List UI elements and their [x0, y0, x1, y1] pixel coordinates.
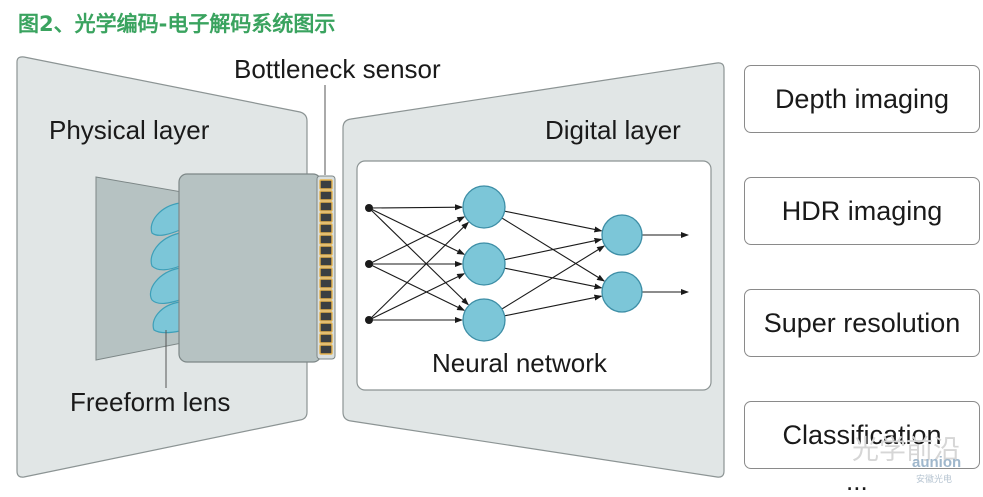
nn-edge [368, 273, 466, 321]
nn-edge [504, 294, 603, 317]
nn-edge [368, 263, 466, 311]
nn-edge [501, 245, 605, 310]
nn-hidden-node [601, 214, 643, 256]
sensor-pixel [319, 278, 333, 289]
nn-edge [368, 204, 464, 211]
nn-input-node [365, 204, 373, 212]
sensor-pixel [319, 333, 333, 344]
nn-edge [368, 216, 466, 265]
nn-hidden-node [462, 185, 506, 229]
freeform-lens-icon [149, 202, 181, 334]
application-box-classification: Classification [744, 401, 980, 469]
sensor-pixel [319, 300, 333, 311]
sensor-pixel [319, 267, 333, 278]
sensor-pixel [319, 344, 333, 355]
application-box-super-resolution: Super resolution [744, 289, 980, 357]
sensor-pixels [319, 179, 333, 355]
sensor-pixel [319, 201, 333, 212]
nn-hidden-node [462, 242, 506, 286]
sensor-pixel [319, 190, 333, 201]
watermark-subtext: 安徽光电 [916, 474, 953, 484]
application-box-hdr-imaging: HDR imaging [744, 177, 980, 245]
sensor-pixel [319, 322, 333, 333]
freeform-lens-label: Freeform lens [70, 387, 230, 417]
neural-network-nodes [365, 185, 643, 342]
sensor-pixel [319, 289, 333, 300]
sensor-pixel [319, 256, 333, 267]
figure-title: 图2、光学编码-电子解码系统图示 [18, 12, 336, 36]
nn-hidden-node [462, 298, 506, 342]
neural-network-edges [368, 204, 689, 323]
sensor-pixel [319, 179, 333, 190]
bottleneck-sensor-label: Bottleneck sensor [234, 54, 441, 84]
sensor-pixel [319, 223, 333, 234]
application-box-depth-imaging: Depth imaging [744, 65, 980, 133]
nn-edge [368, 221, 470, 321]
nn-edge [368, 207, 469, 306]
sensor-pixel [319, 234, 333, 245]
nn-edge [504, 237, 603, 261]
nn-input-node [365, 316, 373, 324]
watermark-brand-logo: aunion [912, 454, 962, 471]
camera-body [178, 173, 322, 363]
nn-hidden-node [601, 271, 643, 313]
watermark-text: 光学前沿 [852, 435, 960, 466]
digital-layer-label: Digital layer [545, 115, 681, 145]
sensor-pixel [319, 311, 333, 322]
sensor-pixel [319, 212, 333, 223]
physical-layer-label: Physical layer [49, 115, 210, 145]
sensor-pixel [319, 245, 333, 256]
nn-input-node [365, 260, 373, 268]
neural-network-label: Neural network [432, 348, 608, 378]
nn-edge [368, 207, 466, 255]
nn-edge [504, 210, 603, 233]
more-applications-ellipsis: ... [846, 466, 868, 496]
